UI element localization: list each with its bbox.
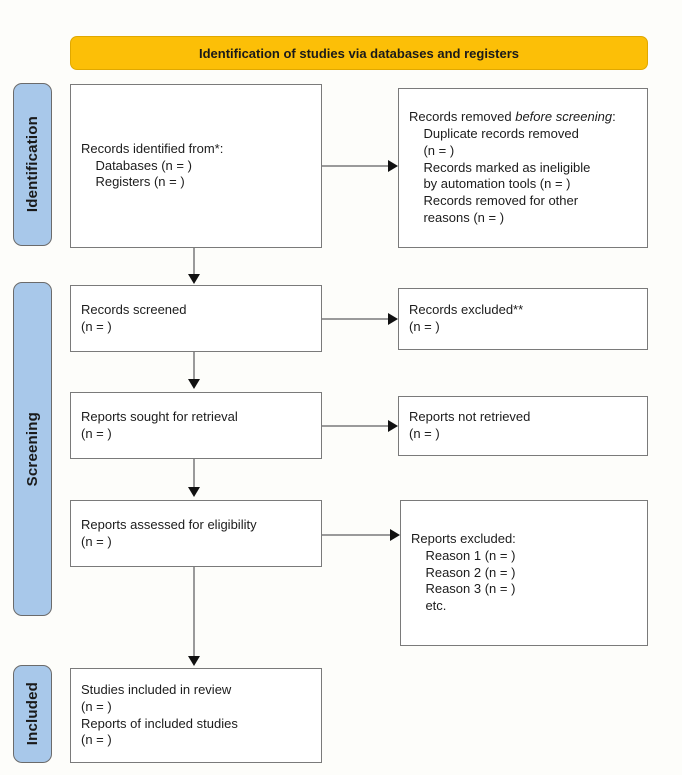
records-removed-line6: Records removed for other xyxy=(409,193,579,209)
arrowhead-screened-to-sought xyxy=(188,379,200,389)
records-removed-line3: (n = ) xyxy=(409,142,455,158)
box-studies-included: Studies included in review(n = )Reports … xyxy=(70,668,322,763)
records-removed-line7: reasons (n = ) xyxy=(409,210,505,226)
box-records-removed-text: Records removed before screening: Duplic… xyxy=(409,109,616,227)
box-reports-assessed-text: Reports assessed for eligibility(n = ) xyxy=(81,517,257,551)
studies-included-line1: Studies included in review xyxy=(81,681,232,697)
box-records-screened-text: Records screened(n = ) xyxy=(81,302,187,336)
reports-excluded-line4: Reason 3 (n = ) xyxy=(411,581,516,597)
records-removed-italic: before screening xyxy=(515,108,613,124)
reports-assessed-line1: Reports assessed for eligibility xyxy=(81,516,257,532)
reports-excluded-line5: etc. xyxy=(411,598,447,614)
stage-label-screening: Screening xyxy=(24,411,41,487)
arrowhead-sought-to-not-retrieved xyxy=(388,420,398,432)
records-removed-pre: Records removed xyxy=(409,108,516,124)
connector-assessed-to-included xyxy=(193,567,195,660)
arrowhead-identified-to-screened xyxy=(188,274,200,284)
box-records-screened: Records screened(n = ) xyxy=(70,285,322,352)
stage-label-identification: Identification xyxy=(24,116,41,213)
records-excluded-line2: (n = ) xyxy=(409,319,440,334)
records-screened-line1: Records screened xyxy=(81,301,187,317)
records-removed-line2: Duplicate records removed xyxy=(409,125,579,141)
reports-excluded-line1: Reports excluded: xyxy=(411,530,516,546)
box-records-identified: Records identified from*: Databases (n =… xyxy=(70,84,322,248)
stage-pill-screening: Screening xyxy=(13,282,52,616)
stage-pill-identification: Identification xyxy=(13,83,52,246)
stage-pill-included: Included xyxy=(13,665,52,763)
box-reports-assessed: Reports assessed for eligibility(n = ) xyxy=(70,500,322,567)
records-excluded-line1: Records excluded** xyxy=(409,302,524,318)
box-records-removed: Records removed before screening: Duplic… xyxy=(398,88,648,248)
box-reports-excluded-text: Reports excluded: Reason 1 (n = ) Reason… xyxy=(411,531,516,615)
reports-assessed-line2: (n = ) xyxy=(81,533,112,549)
studies-included-line4: (n = ) xyxy=(81,732,112,748)
records-identified-line1: Records identified from*: xyxy=(81,140,224,156)
connector-screened-to-sought xyxy=(193,352,195,382)
records-removed-post: : xyxy=(612,108,616,124)
box-reports-sought: Reports sought for retrieval(n = ) xyxy=(70,392,322,459)
reports-not-retrieved-line1: Reports not retrieved xyxy=(409,409,531,425)
records-screened-line2: (n = ) xyxy=(81,318,112,334)
banner-title: Identification of studies via databases … xyxy=(198,45,520,61)
arrowhead-sought-to-assessed xyxy=(188,487,200,497)
box-reports-sought-text: Reports sought for retrieval(n = ) xyxy=(81,409,238,443)
box-records-identified-text: Records identified from*: Databases (n =… xyxy=(81,141,223,192)
connector-identified-to-screened xyxy=(193,248,195,278)
connector-assessed-to-excluded xyxy=(322,534,390,536)
connector-sought-to-assessed xyxy=(193,459,195,492)
connector-identified-to-removed xyxy=(322,165,388,167)
box-reports-not-retrieved: Reports not retrieved(n = ) xyxy=(398,396,648,456)
box-studies-included-text: Studies included in review(n = )Reports … xyxy=(81,682,238,750)
arrowhead-identified-to-removed xyxy=(388,160,398,172)
reports-excluded-line2: Reason 1 (n = ) xyxy=(411,547,516,563)
reports-excluded-line3: Reason 2 (n = ) xyxy=(411,564,516,580)
studies-included-line3: Reports of included studies xyxy=(81,715,238,731)
reports-sought-line2: (n = ) xyxy=(81,425,112,441)
box-reports-not-retrieved-text: Reports not retrieved(n = ) xyxy=(409,409,530,443)
reports-not-retrieved-line2: (n = ) xyxy=(409,426,440,441)
reports-sought-line1: Reports sought for retrieval xyxy=(81,408,238,424)
box-records-excluded: Records excluded**(n = ) xyxy=(398,288,648,350)
banner-identification-header: Identification of studies via databases … xyxy=(70,36,648,70)
box-records-excluded-text: Records excluded**(n = ) xyxy=(409,302,523,336)
stage-label-included: Included xyxy=(24,682,41,746)
arrowhead-assessed-to-excluded xyxy=(390,529,400,541)
records-removed-line4: Records marked as ineligible xyxy=(409,159,591,175)
studies-included-line2: (n = ) xyxy=(81,698,112,714)
records-identified-line2: Databases (n = ) xyxy=(81,157,192,173)
records-identified-line3: Registers (n = ) xyxy=(81,174,185,190)
connector-screened-to-excluded xyxy=(322,318,388,320)
arrowhead-assessed-to-included xyxy=(188,656,200,666)
box-reports-excluded: Reports excluded: Reason 1 (n = ) Reason… xyxy=(400,500,648,646)
connector-sought-to-not-retrieved xyxy=(322,425,388,427)
arrowhead-screened-to-excluded xyxy=(388,313,398,325)
records-removed-line5: by automation tools (n = ) xyxy=(409,176,571,192)
